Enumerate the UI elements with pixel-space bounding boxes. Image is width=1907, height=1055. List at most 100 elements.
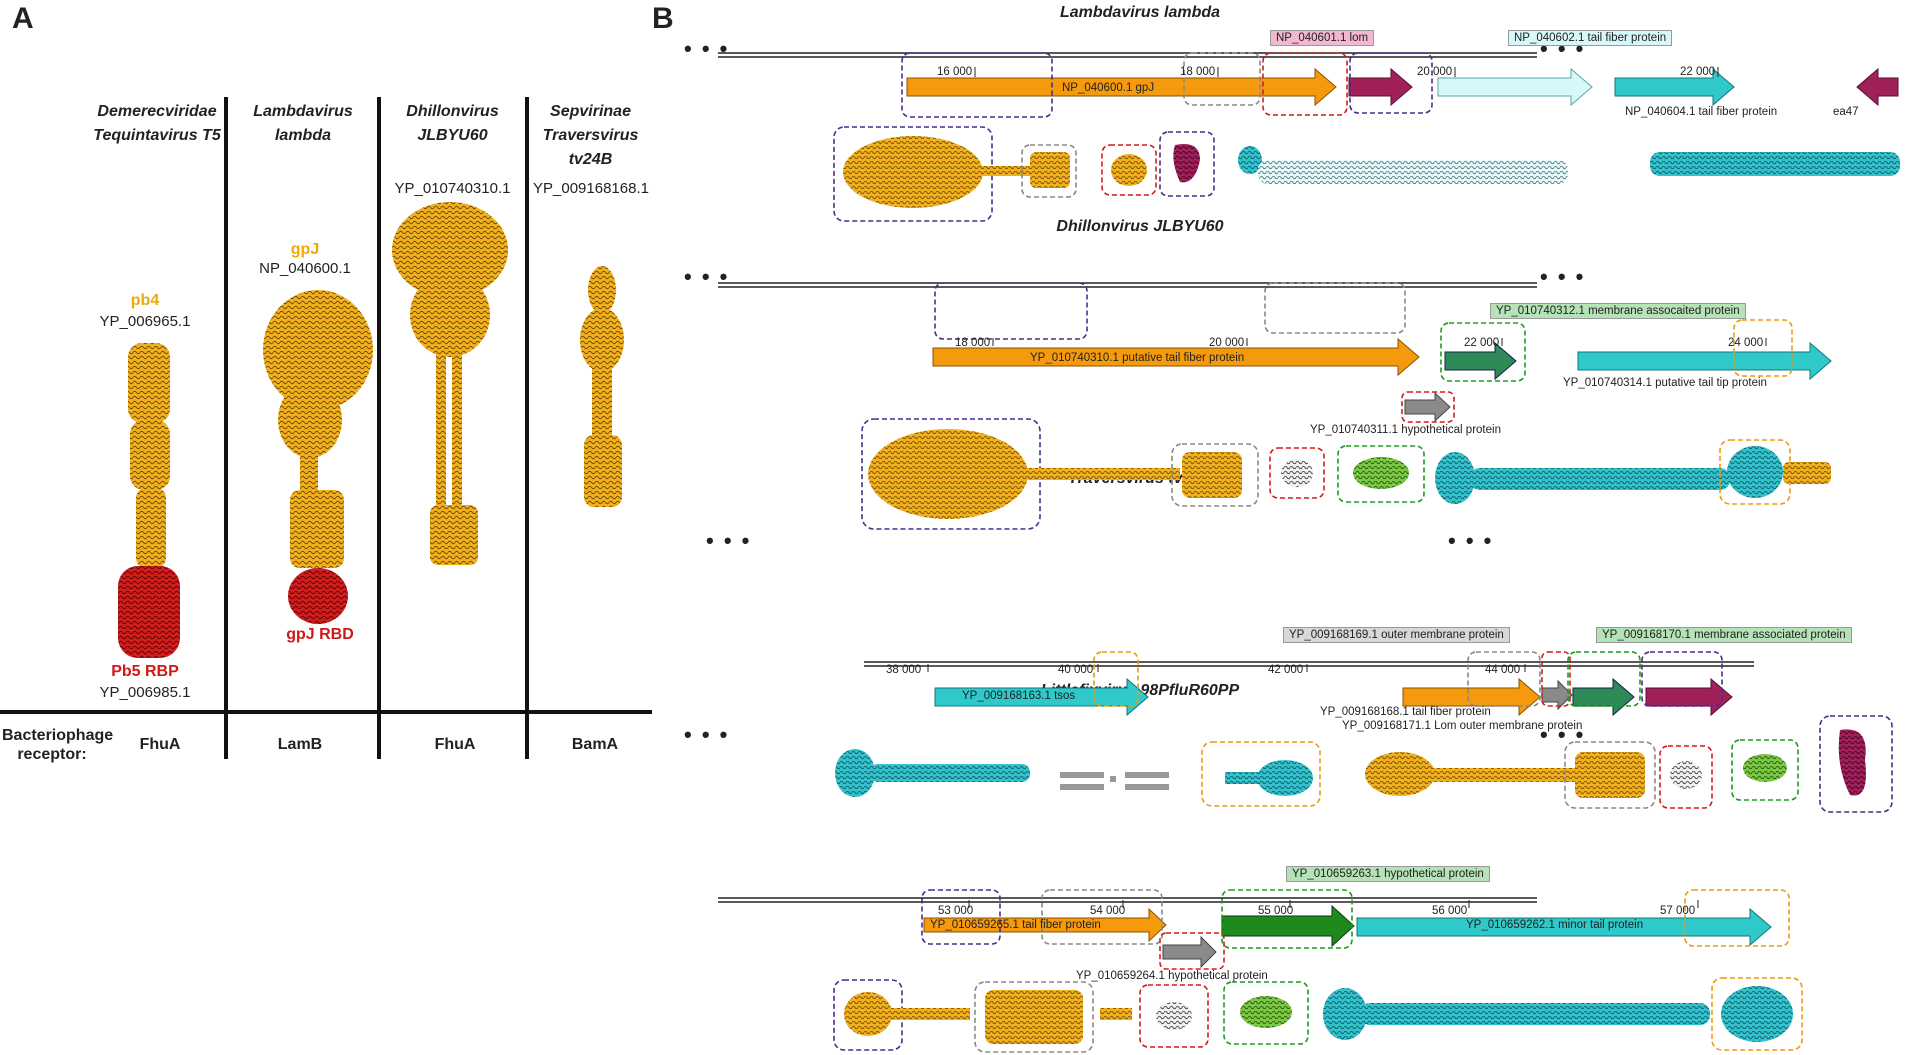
accession-top-jlbyu60: YP_010740310.1	[394, 180, 511, 197]
column-title-lambda: Lambdavirus lambda	[228, 100, 378, 148]
section-title-lambda: Lambdavirus lambda	[1059, 4, 1221, 21]
tick-label: 56 000	[1432, 905, 1468, 917]
column-title-line2: lambda	[274, 127, 331, 144]
column-title-tv24b: Sepvirinae Traversvirus tv24B	[528, 100, 653, 172]
structure-pb4	[118, 343, 180, 658]
ellipsis-right: • • •	[1448, 528, 1494, 553]
tick-label: 18 000	[1180, 66, 1216, 78]
column-title-line2: Tequintavirus T5	[93, 127, 221, 144]
tick-label: 22 000	[1464, 337, 1500, 349]
genome-track-tv24b	[835, 651, 1893, 813]
receptor-lamb: LamB	[277, 736, 323, 753]
gene-label-jlbyu60-tip: YP_010740314.1 putative tail tip protein	[1563, 377, 1767, 389]
gene-label-jlbyu60-tail-fiber: YP_010740310.1 putative tail fiber prote…	[1030, 352, 1245, 364]
receptor-label-line2: receptor:	[17, 746, 87, 763]
tick-label: 42 000	[1268, 664, 1304, 676]
gene-arrow-tv24b-membrane	[1572, 677, 1635, 717]
column-divider	[377, 97, 381, 759]
rbp-label-pb5: Pb5 RBP	[111, 663, 179, 680]
gene-arrow-jlbyu60-tail-fiber	[932, 337, 1420, 377]
tick-label: 44 000	[1485, 664, 1521, 676]
gene-tag-lfv-hypo-263: YP_010659263.1 hypothetical protein	[1286, 866, 1490, 882]
tick-label: 55 000	[1258, 905, 1294, 917]
structure-tv24b	[580, 266, 624, 507]
gene-arrow-lfv-tail-fiber	[923, 907, 1167, 943]
receptor-bama: BamA	[571, 736, 619, 753]
accession-bottom-t5: YP_006985.1	[99, 684, 191, 701]
receptor-fhua-t5: FhuA	[139, 736, 181, 753]
ellipsis-right: • • •	[1540, 722, 1586, 747]
gene-tag-lom: NP_040601.1 lom	[1270, 30, 1375, 46]
column-title-t5: Demerecviridae Tequintavirus T5	[62, 100, 252, 148]
gene-arrow-gpj	[906, 67, 1337, 107]
gene-arrow-lfv-hypo-263	[1221, 904, 1355, 948]
gene-label-tail-fiber-604: NP_040604.1 tail fiber protein	[1625, 106, 1778, 118]
tick-label: 53 000	[938, 905, 974, 917]
gene-arrow-lom	[1348, 67, 1413, 107]
tick-label: 16 000	[937, 66, 973, 78]
gene-tag-tv24b-outer-membrane: YP_009168169.1 outer membrane protein	[1283, 627, 1510, 643]
gene-arrow-lfv-minor-tail	[1356, 907, 1772, 947]
tick-label: 22 000	[1680, 66, 1716, 78]
panel-a-structures	[118, 202, 624, 658]
column-divider	[525, 97, 529, 759]
column-title-line2: JLBYU60	[417, 127, 488, 144]
receptor-row-label: Bacteriophage receptor:	[2, 726, 114, 764]
receptor-divider	[0, 710, 652, 714]
panel-b-letter: B	[652, 2, 674, 35]
gene-name-gpj: gpJ	[290, 241, 320, 258]
column-title-line1: Dhillonvirus	[406, 103, 499, 120]
gene-label-lfv-minor-tail: YP_010659262.1 minor tail protein	[1466, 919, 1644, 931]
gene-label-tsos: YP_009168163.1 tsos	[962, 690, 1076, 702]
gene-arrow-tv24b-outer-membrane	[1541, 679, 1573, 711]
receptor-label-line1: Bacteriophage	[2, 727, 114, 744]
accession-top-t5: YP_006965.1	[99, 313, 191, 330]
ellipsis-left: • • •	[684, 722, 730, 747]
gene-name-pb4: pb4	[130, 292, 160, 309]
rbp-label-gpj: gpJ RBD	[286, 626, 354, 643]
gene-label-tv24b-lom: YP_009168171.1 Lom outer membrane protei…	[1342, 720, 1583, 732]
gene-arrow-jlbyu60-tip	[1577, 341, 1832, 381]
gene-arrow-lfv-hypo-264	[1162, 935, 1217, 969]
column-title-line1: Sepvirinae	[550, 103, 631, 120]
gene-arrow-ea47	[1856, 67, 1899, 107]
structure-jlbyu60	[392, 202, 508, 565]
genome-track-lambda	[718, 52, 1900, 222]
ellipsis-left: • • •	[684, 264, 730, 289]
ellipsis-left: • • •	[706, 528, 752, 553]
gene-label-ea47: ea47	[1833, 106, 1859, 118]
ellipsis-right: • • •	[1540, 264, 1586, 289]
receptor-fhua-jlbyu60: FhuA	[434, 736, 476, 753]
accession-top-lambda: NP_040600.1	[259, 260, 351, 277]
gene-arrow-tv24b-lom	[1645, 677, 1733, 717]
section-title-jlbyu60: Dhillonvirus JLBYU60	[1056, 218, 1224, 235]
genome-track-littlefixvirus	[718, 889, 1803, 1053]
column-title-line1: Lambdavirus	[253, 103, 353, 120]
tick-label: 18 000	[955, 337, 991, 349]
gene-label-lfv-hypo-264: YP_010659264.1 hypothetical protein	[1076, 970, 1268, 982]
column-divider	[224, 97, 228, 759]
tick-label: 57 000	[1660, 905, 1696, 917]
column-title-line2: Traversvirus tv24B	[542, 127, 639, 168]
tick-label: 40 000	[1058, 664, 1094, 676]
tick-label: 24 000	[1728, 337, 1764, 349]
gene-arrow-jlbyu60-hypo	[1404, 391, 1451, 423]
tick-label: 20 000	[1417, 66, 1453, 78]
tick-label: 54 000	[1090, 905, 1126, 917]
gene-label-jlbyu60-hypo: YP_010740311.1 hypothetical protein	[1310, 424, 1501, 436]
gene-arrow-tsos	[934, 677, 1149, 717]
tick-label: 20 000	[1209, 337, 1245, 349]
accession-top-tv24b: YP_009168168.1	[533, 180, 649, 197]
gene-tag-tv24b-membrane: YP_009168170.1 membrane associated prote…	[1596, 627, 1852, 643]
gene-arrow-tail-fiber-604	[1614, 67, 1735, 107]
genome-track-jlbyu60	[718, 282, 1832, 530]
structure-gpj	[263, 290, 373, 624]
gene-tag-jlbyu60-membrane: YP_010740312.1 membrane assocaited prote…	[1490, 303, 1746, 319]
gene-label-tv24b-tail-fiber: YP_009168168.1 tail fiber protein	[1320, 706, 1491, 718]
column-title-line1: Demerecviridae	[97, 103, 217, 120]
gene-arrow-ntf	[1437, 67, 1593, 107]
tick-marks	[974, 67, 1719, 77]
gene-arrow-jlbyu60-membrane	[1444, 341, 1517, 381]
tick-label: 38 000	[886, 664, 922, 676]
